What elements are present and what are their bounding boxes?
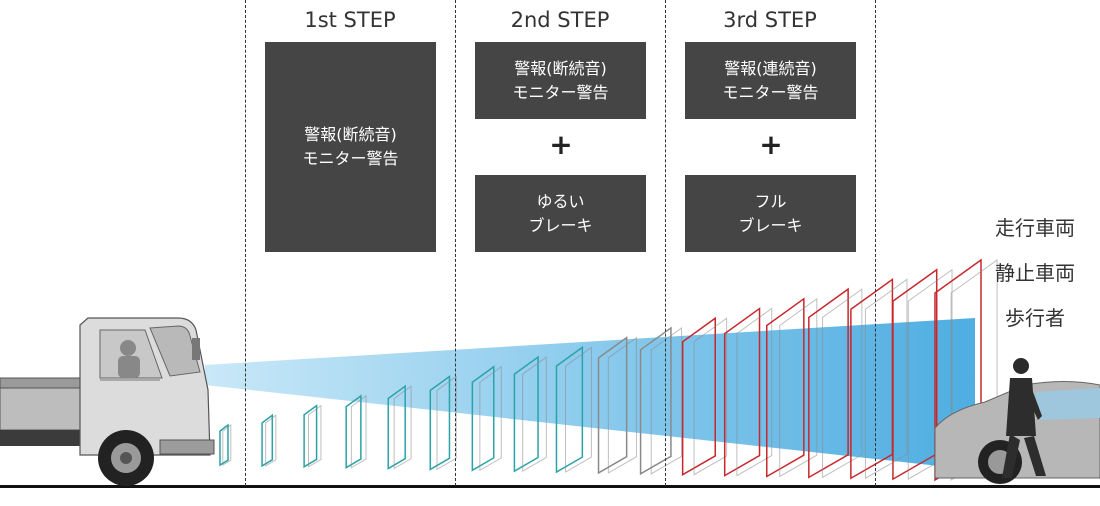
step-divider xyxy=(665,0,666,486)
radar-wave xyxy=(471,365,495,472)
radar-wave xyxy=(479,365,502,472)
step-divider xyxy=(875,0,876,486)
radar-wave xyxy=(265,414,277,467)
radar-wave xyxy=(650,326,683,475)
step-1-warning-line-2: モニター警告 xyxy=(302,149,399,168)
target-moving-vehicle: 走行車両 xyxy=(995,216,1075,240)
step-2-plus: + xyxy=(549,128,573,161)
pedestrian-illustration xyxy=(1002,358,1046,478)
radar-waves xyxy=(219,258,998,482)
step-3-warning-line-2: モニター警告 xyxy=(722,82,819,102)
step-divider xyxy=(455,0,456,486)
step-3-warning-box: 警報(連続音) モニター警告 xyxy=(685,42,856,119)
radar-wave xyxy=(307,404,322,468)
step-2-brake-line-1: ゆるい xyxy=(536,191,585,211)
step-1-warning-box: 警報(断続音) モニター警告 xyxy=(265,42,436,252)
radar-wave xyxy=(607,336,637,474)
radar-wave xyxy=(808,287,849,479)
radar-wave xyxy=(222,424,232,466)
radar-wave xyxy=(681,316,716,477)
step-2-brake-line-2: ブレーキ xyxy=(528,215,593,235)
radar-wave xyxy=(850,277,894,480)
ground-line xyxy=(0,485,1100,488)
radar-wave xyxy=(565,346,592,473)
radar-wave xyxy=(387,384,406,470)
radar-wave xyxy=(736,307,773,477)
radar-wave xyxy=(522,356,547,473)
radar-wave xyxy=(693,317,728,476)
radar-wave xyxy=(429,374,451,471)
step-3-title: 3rd STEP xyxy=(723,8,817,32)
radar-wave xyxy=(261,413,274,468)
step-2-warning-box: 警報(断続音) モニター警告 xyxy=(475,42,646,119)
radar-wave xyxy=(513,355,539,473)
radar-wave xyxy=(393,385,412,470)
radar-wave xyxy=(345,394,362,469)
step-3-brake-line-1: フル xyxy=(754,191,787,211)
truck-illustration xyxy=(0,317,215,486)
radar-wave xyxy=(779,297,818,478)
radar-wave xyxy=(219,423,229,467)
step-1-warning-line-1: 警報(断続音) xyxy=(304,125,397,144)
step-3-brake-box: フル ブレーキ xyxy=(685,175,856,252)
radar-wave xyxy=(436,375,457,471)
radar-wave xyxy=(555,345,584,474)
step-3-plus: + xyxy=(759,128,783,161)
radar-wave xyxy=(892,268,938,481)
radar-wave xyxy=(723,307,761,477)
radar-wave xyxy=(350,394,367,469)
step-2-warning-line-1: 警報(断続音) xyxy=(514,58,607,78)
step-3-warning-line-1: 警報(連続音) xyxy=(724,58,817,78)
target-pedestrian: 歩行者 xyxy=(1005,306,1065,330)
step-2-title: 2nd STEP xyxy=(510,8,610,32)
radar-wave xyxy=(822,288,863,479)
step-2-brake-box: ゆるい ブレーキ xyxy=(475,175,646,252)
radar-wave xyxy=(303,404,318,469)
radar-wave xyxy=(597,336,628,475)
target-stationary-vehicle: 静止車両 xyxy=(995,261,1075,285)
radar-beam xyxy=(205,318,975,470)
radar-wave xyxy=(639,326,672,476)
radar-wave xyxy=(766,297,805,478)
step-2-warning-line-2: モニター警告 xyxy=(512,82,609,102)
step-1-title: 1st STEP xyxy=(304,8,396,32)
step-divider xyxy=(245,0,246,486)
step-3-brake-line-2: ブレーキ xyxy=(738,215,803,235)
